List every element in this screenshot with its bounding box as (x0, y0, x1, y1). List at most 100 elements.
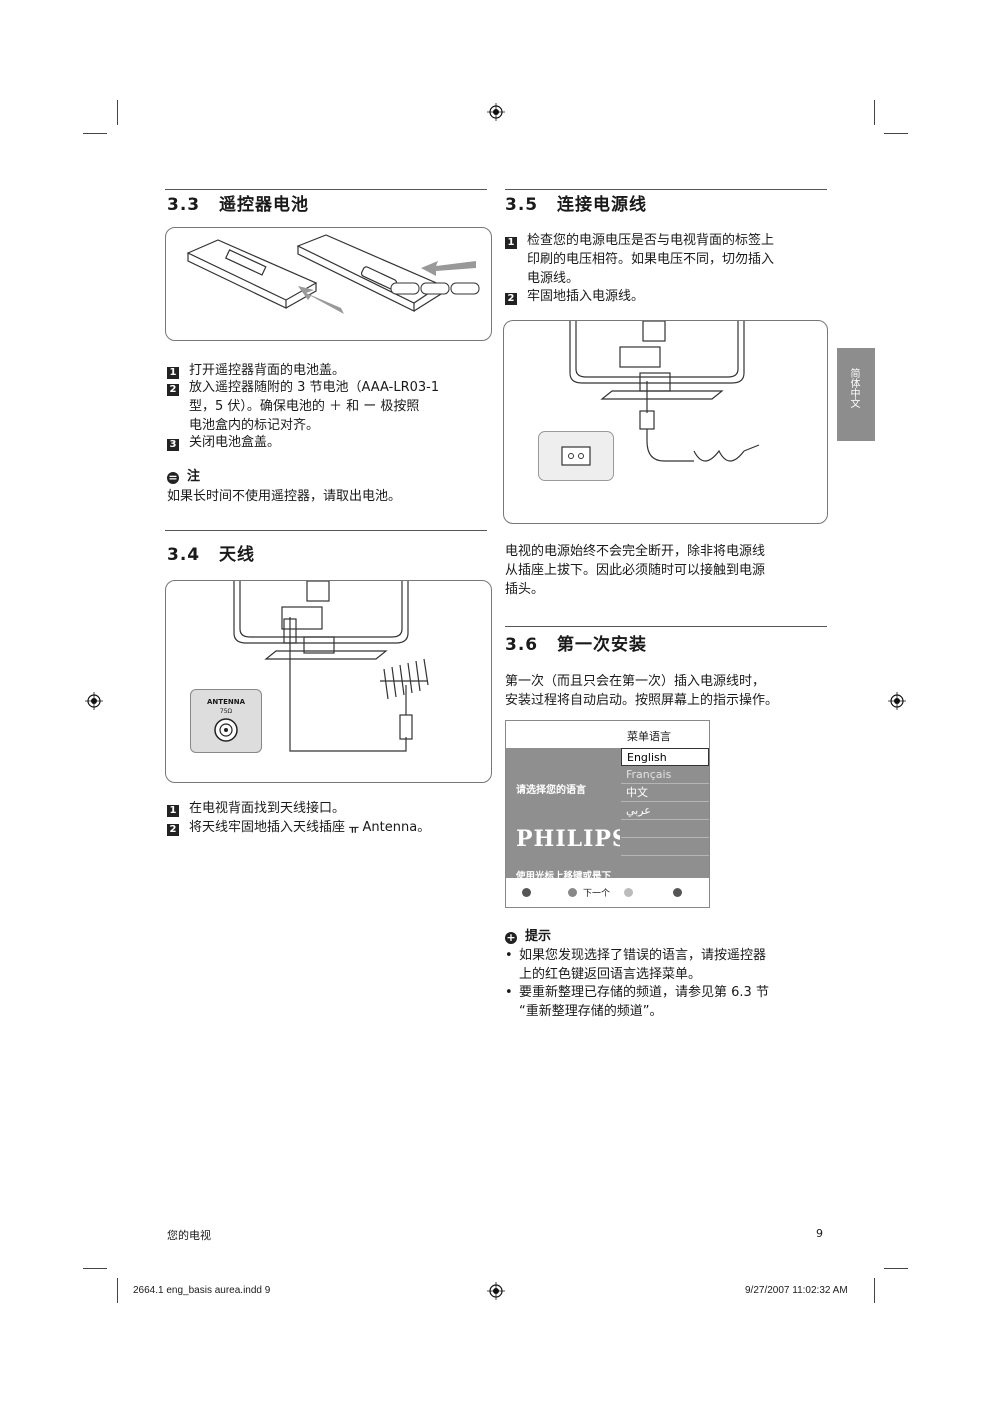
blue-key-icon (673, 888, 682, 897)
menu-header: 菜单语言 (627, 730, 671, 743)
antenna-connection-illustration: ANTENNA 75Ω (165, 580, 492, 783)
crop-mark (884, 133, 908, 134)
crop-mark (83, 133, 107, 134)
tip-plus-icon: + (505, 931, 517, 944)
antenna-port-panel: ANTENNA 75Ω (190, 689, 262, 753)
antenna-port-sublabel: 75Ω (219, 708, 233, 715)
install-paragraph: 第一次（而且只会在第一次）插入电源线时， 安装过程将自动启动。按照屏幕上的指示操… (505, 672, 778, 710)
step-number-badge: 2 (167, 384, 179, 396)
power-socket-panel (538, 431, 614, 481)
section-rule (165, 530, 487, 531)
section-number: 3.6 (505, 635, 539, 655)
step-item: 2 放入遥控器随附的 3 节电池（AAA-LR03-1 型，5 伏）。确保电池的 ＋… (167, 378, 439, 435)
step-text: 检查您的电源电压是否与电视背面的标签上 (527, 233, 775, 248)
step-text: 打开遥控器背面的电池盖。 (189, 363, 346, 378)
registration-mark-icon (487, 1282, 505, 1300)
note-heading: =注 (167, 467, 200, 486)
slug-timestamp: 9/27/2007 11:02:32 AM (745, 1285, 848, 1296)
tip-heading: + 提示 (505, 927, 551, 946)
note-text: 如果长时间不使用遥控器，请取出电池。 (167, 489, 402, 504)
step-text: 关闭电池盒盖。 (189, 435, 281, 450)
registration-mark-icon (487, 103, 505, 121)
note-label: 注 (187, 469, 201, 484)
step-item: 1 打开遥控器背面的电池盖。 (167, 361, 345, 380)
menu-item-english[interactable]: English (621, 748, 709, 766)
crop-mark (874, 1278, 875, 1303)
menu-item-empty (621, 838, 709, 856)
green-key-icon (568, 888, 577, 897)
tip-text: 如果您发现选择了错误的语言，请按遥控器 (519, 948, 767, 963)
registration-mark-icon (85, 692, 103, 710)
tv-power-back-icon (569, 321, 760, 462)
step-text: 电池盒内的标记对齐。 (189, 418, 320, 433)
power-cord-illustration (503, 320, 828, 524)
power-note-paragraph: 电视的电源始终不会完全断开，除非将电源线 从插座上拔下。因此必须随时可以接触到电… (505, 542, 765, 599)
menu-language-screenshot: 菜单语言 请选择您的语言 PHILIPS 使用光标上移键或是下移键 Englis… (505, 720, 710, 908)
step-text: 牢固地插入电源线。 (527, 289, 645, 304)
step-item: 2 将天线牢固地插入天线插座 ᚂ Antenna。 (167, 818, 430, 837)
note-icon: = (167, 471, 179, 484)
section-heading-3-5: 3.5 连接电源线 (505, 190, 647, 215)
crop-mark (117, 100, 118, 125)
step-number-badge: 1 (167, 367, 179, 379)
section-number: 3.4 (167, 545, 201, 565)
coax-socket-icon (214, 718, 238, 742)
menu-item-empty (621, 820, 709, 838)
remote-battery-illustration (165, 227, 492, 341)
tip-text: “重新整理存储的频道”。 (519, 1004, 663, 1019)
step-text: 放入遥控器随附的 3 节电池（AAA-LR03-1 (189, 380, 440, 395)
menu-item-empty (621, 856, 709, 874)
section-heading-3-3: 3.3 遥控器电池 (167, 190, 309, 215)
step-item: 1 在电视背面找到天线接口。 (167, 799, 345, 818)
footer-section-label: 您的电视 (167, 1229, 211, 1242)
step-number-badge: 2 (505, 293, 517, 305)
language-side-tab: 简体中文 (837, 348, 875, 441)
philips-logo: PHILIPS (516, 826, 629, 852)
section-rule (165, 189, 487, 190)
menu-item-chinese[interactable]: 中文 (621, 784, 709, 802)
menu-prompt: 请选择您的语言 (516, 785, 586, 796)
crop-mark (884, 1268, 908, 1269)
step-number-badge: 1 (505, 237, 517, 249)
paragraph-line: 从插座上拔下。因此必须随时可以接触到电源 (505, 563, 766, 578)
crop-mark (874, 100, 875, 125)
paragraph-line: 电视的电源始终不会完全断开，除非将电源线 (505, 544, 766, 559)
tip-label: 提示 (525, 929, 552, 944)
section-heading-3-6: 3.6 第一次安装 (505, 630, 647, 655)
menu-right-panel (620, 748, 709, 878)
registration-mark-icon (888, 692, 906, 710)
side-tab-label: 简体中文 (848, 368, 859, 408)
step-text: 型，5 伏）。确保电池的 ＋ 和 ー 极按照 (189, 399, 420, 414)
menu-item-arabic[interactable]: عربي (621, 802, 709, 820)
bullet: • (505, 985, 513, 1000)
step-text: 将天线牢固地插入天线插座 ᚂ Antenna。 (189, 820, 431, 835)
menu-item-francais[interactable]: Français (621, 766, 709, 784)
menu-left-panel: 请选择您的语言 PHILIPS 使用光标上移键或是下移键 (506, 748, 628, 896)
section-rule (505, 626, 827, 627)
paragraph-line: 第一次（而且只会在第一次）插入电源线时， (505, 674, 766, 689)
step-number-badge: 2 (167, 824, 179, 836)
section-title: 连接电源线 (557, 195, 647, 215)
yellow-key-icon (624, 888, 633, 897)
step-number-badge: 1 (167, 805, 179, 817)
step-item: 2 牢固地插入电源线。 (505, 287, 644, 306)
section-number: 3.5 (505, 195, 539, 215)
section-rule (505, 189, 827, 190)
step-text: 印刷的电压相符。如果电压不同，切勿插入 (527, 252, 775, 267)
crop-mark (117, 1278, 118, 1303)
tip-item: •如果您发现选择了错误的语言，请按遥控器 上的红色键返回语言选择菜单。 (505, 946, 766, 984)
section-title: 第一次安装 (557, 635, 647, 655)
section-title: 遥控器电池 (219, 195, 309, 215)
tv-back-icon (233, 581, 429, 752)
paragraph-line: 安装过程将自动启动。按照屏幕上的指示操作。 (505, 693, 779, 708)
power-socket-icon (561, 446, 591, 466)
tip-item: •要重新整理已存储的频道，请参见第 6.3 节 “重新整理存储的频道”。 (505, 983, 769, 1021)
step-text: 在电视背面找到天线接口。 (189, 801, 346, 816)
section-number: 3.3 (167, 195, 201, 215)
next-label: 下一个 (583, 889, 611, 899)
step-number-badge: 3 (167, 439, 179, 451)
paragraph-line: 插头。 (505, 582, 545, 597)
page-number: 9 (816, 1227, 823, 1240)
